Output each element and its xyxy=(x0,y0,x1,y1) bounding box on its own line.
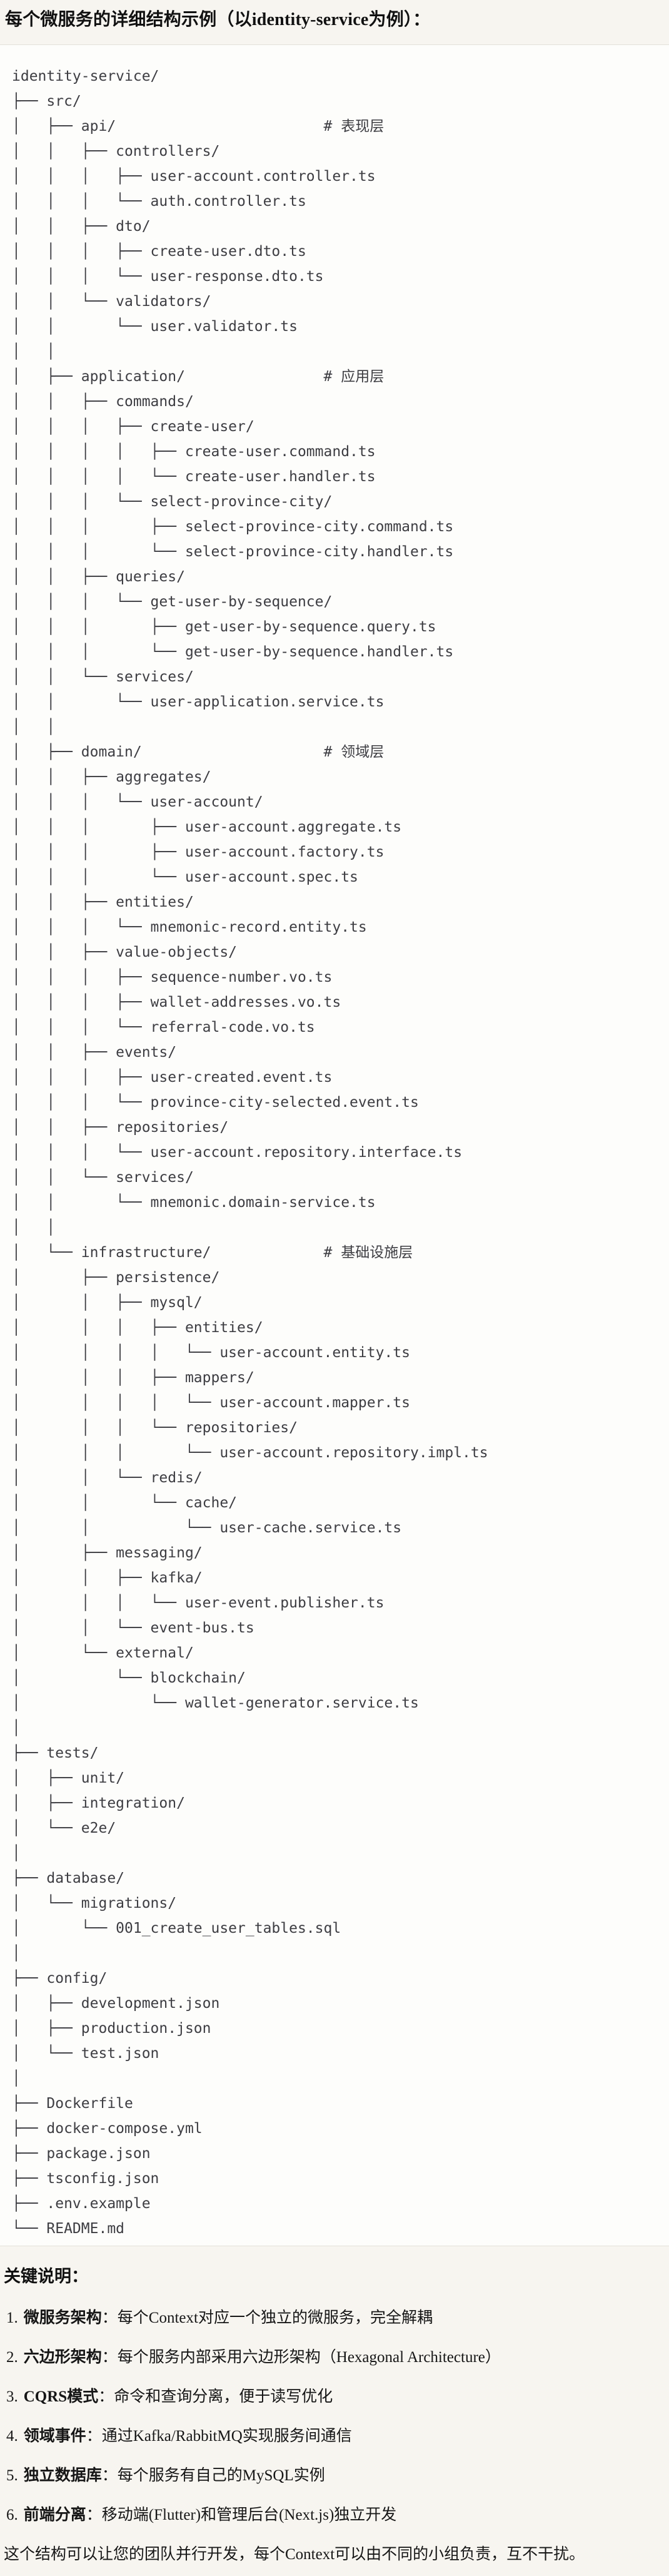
item-colon: ： xyxy=(98,2388,114,2405)
item-term: 领域事件 xyxy=(23,2428,86,2445)
list-item: 4. 领域事件：通过Kafka/RabbitMQ实现服务间通信 xyxy=(6,2426,663,2447)
item-desc: 通过Kafka/RabbitMQ实现服务间通信 xyxy=(101,2428,352,2445)
item-colon: ： xyxy=(101,2349,118,2366)
item-colon: ： xyxy=(101,2309,118,2326)
item-number: 4. xyxy=(6,2428,18,2445)
item-number: 5. xyxy=(6,2467,18,2484)
item-desc: 每个Context对应一个独立的微服务，完全解耦 xyxy=(117,2309,433,2326)
list-item: 6. 前端分离：移动端(Flutter)和管理后台(Next.js)独立开发 xyxy=(6,2505,663,2526)
closing-paragraph: 这个结构可以让您的团队并行开发，每个Context可以由不同的小组负责，互不干扰… xyxy=(4,2546,585,2563)
list-item: 3. CQRS模式：命令和查询分离，便于读写优化 xyxy=(6,2386,663,2408)
item-number: 1. xyxy=(6,2309,18,2326)
page-title: 每个微服务的详细结构示例（以identity-service为例）： xyxy=(5,10,431,29)
item-term: 六边形架构 xyxy=(23,2349,102,2366)
item-colon: ： xyxy=(86,2428,102,2445)
item-term: CQRS模式 xyxy=(23,2388,99,2405)
item-number: 2. xyxy=(6,2349,18,2366)
page-header: 每个微服务的详细结构示例（以identity-service为例）： xyxy=(0,0,669,31)
item-desc: 每个服务有自己的MySQL实例 xyxy=(117,2467,325,2484)
item-term: 前端分离 xyxy=(23,2507,86,2523)
list-item: 2. 六边形架构：每个服务内部采用六边形架构（Hexagonal Architec… xyxy=(6,2347,663,2368)
item-term: 独立数据库 xyxy=(23,2467,102,2484)
code-block: identity-service/ ├── src/ │ ├── api/ # … xyxy=(0,44,669,2246)
item-desc: 移动端(Flutter)和管理后台(Next.js)独立开发 xyxy=(101,2507,397,2523)
item-desc: 命令和查询分离，便于读写优化 xyxy=(114,2388,333,2405)
item-colon: ： xyxy=(86,2507,102,2523)
item-term: 微服务架构 xyxy=(23,2309,102,2326)
notes-list: 1.微服务架构：每个Context对应一个独立的微服务，完全解耦 2.六边形架构… xyxy=(3,2308,663,2526)
key-notes-section: 关键说明： 1.微服务架构：每个Context对应一个独立的微服务，完全解耦 2… xyxy=(0,2264,669,2565)
item-number: 6. xyxy=(6,2507,18,2523)
item-number: 3. xyxy=(6,2388,18,2405)
item-colon: ： xyxy=(101,2467,118,2484)
item-desc: 每个服务内部采用六边形架构（Hexagonal Architecture） xyxy=(117,2349,501,2366)
list-item: 5. 独立数据库：每个服务有自己的MySQL实例 xyxy=(6,2465,663,2487)
list-item: 1. 微服务架构：每个Context对应一个独立的微服务，完全解耦 xyxy=(6,2308,663,2329)
notes-heading: 关键说明： xyxy=(4,2267,88,2286)
file-tree: identity-service/ ├── src/ │ ├── api/ # … xyxy=(12,68,488,2237)
